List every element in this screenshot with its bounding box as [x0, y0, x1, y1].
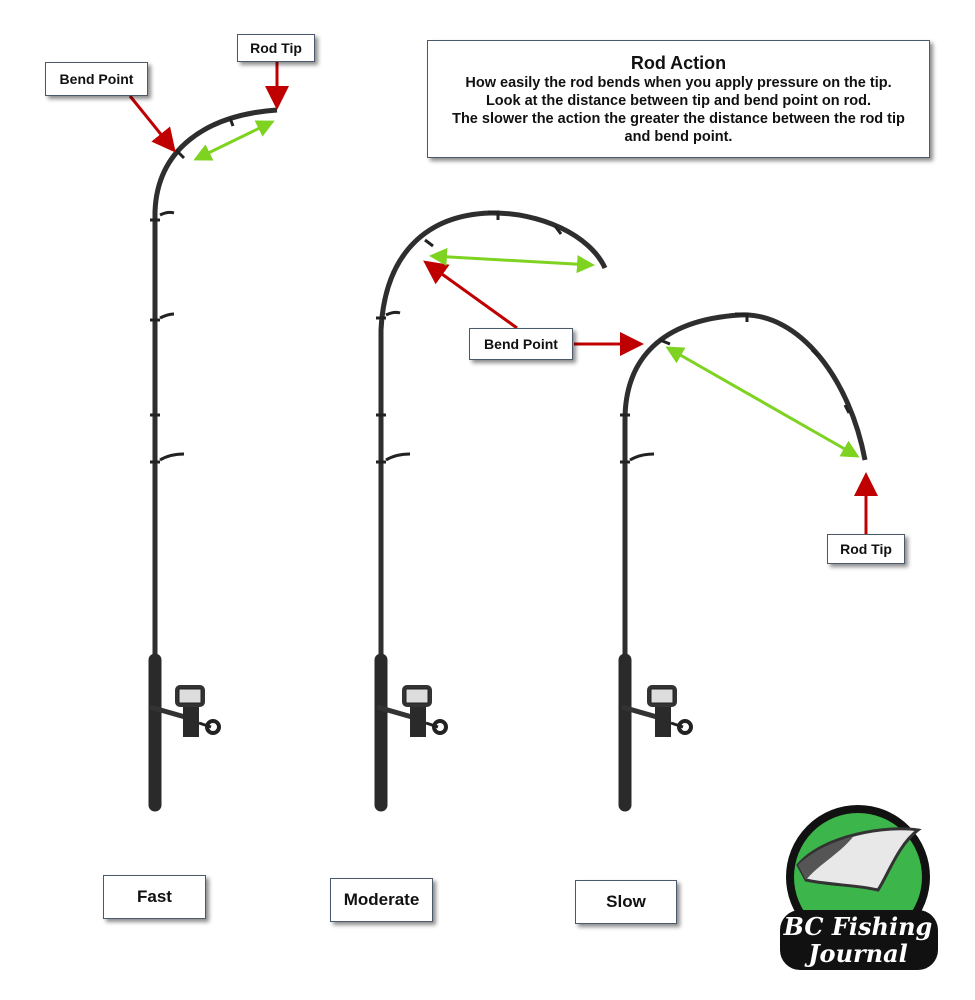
red-arrows — [128, 62, 878, 534]
slow-label: Slow — [575, 880, 677, 924]
fast-rod — [150, 107, 278, 812]
moderate-rod — [374, 210, 608, 812]
moderate-label: Moderate — [330, 878, 433, 922]
logo-text-line2: Journal — [804, 939, 908, 968]
info-title: Rod Action — [630, 53, 727, 73]
info-line: The slower the action the greater the di… — [452, 111, 905, 145]
logo-text-line1: BC Fishing — [783, 912, 933, 941]
slow-rod-tip-callout: Rod Tip — [827, 534, 905, 564]
fast-rod-tip-callout: Rod Tip — [237, 34, 315, 62]
green-arrows — [193, 120, 860, 458]
fast-bend-point-callout: Bend Point — [45, 62, 148, 96]
rod-action-info-box: Rod Action How easily the rod bends when… — [427, 40, 930, 158]
fast-label: Fast — [103, 875, 206, 919]
info-line: Look at the distance between tip and ben… — [485, 93, 872, 109]
bend-point-callout: Bend Point — [469, 328, 573, 360]
info-line: How easily the rod bends when you apply … — [465, 75, 892, 91]
bc-fishing-journal-logo: BC Fishing Journal — [780, 805, 938, 970]
